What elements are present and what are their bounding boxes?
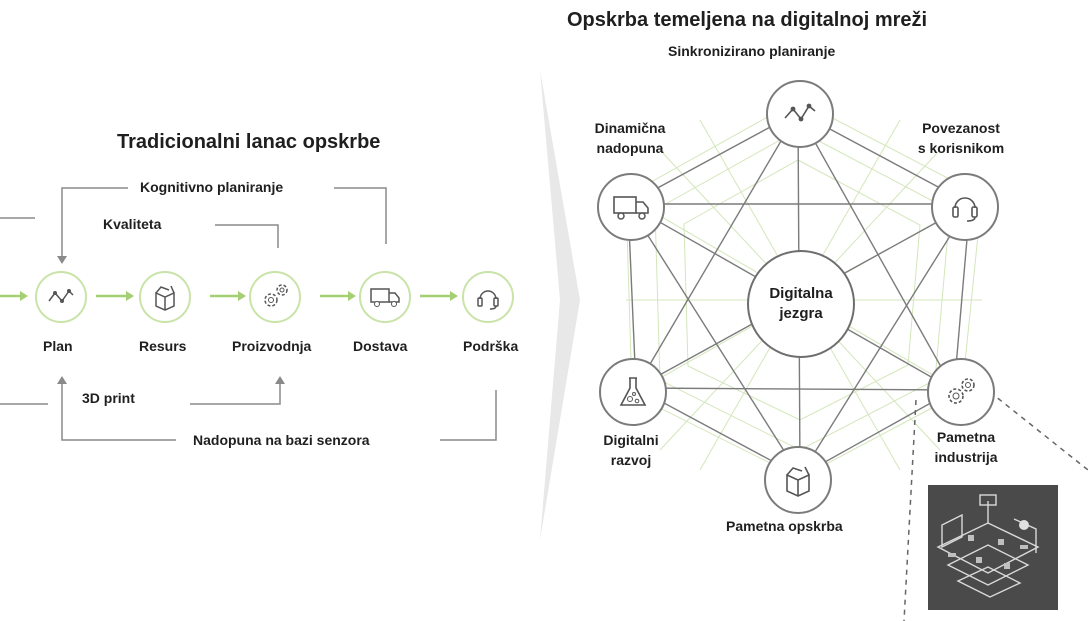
callout-dashed	[903, 391, 1088, 621]
traditional-feedback-lines	[0, 187, 497, 441]
stage-label-production: Proizvodnja	[232, 338, 312, 354]
box-icon	[155, 285, 175, 311]
headset-icon	[477, 290, 499, 310]
hub-customer-connectivity	[931, 173, 999, 241]
hub-dynamic-replenishment	[597, 173, 665, 241]
line-chart-icon	[784, 103, 816, 122]
stage-support-node	[462, 271, 514, 323]
stage-plan-node	[35, 271, 87, 323]
sensor-replenish-label: Nadopuna na bazi senzora	[193, 432, 370, 448]
digital-network-title: Opskrba temeljena na digitalnoj mreži	[567, 9, 928, 31]
print3d-label: 3D print	[82, 390, 135, 406]
quality-label: Kvaliteta	[103, 216, 162, 232]
stage-delivery-node	[359, 271, 411, 323]
truck-icon	[370, 288, 400, 307]
gears-icon	[948, 378, 975, 404]
hub-smart-industry	[927, 358, 995, 426]
cognitive-planning-label: Kognitivno planiranje	[140, 179, 284, 195]
traditional-arrowheads	[57, 256, 285, 384]
line-chart-icon	[48, 289, 74, 303]
stage-label-delivery: Dostava	[353, 338, 408, 354]
flask-icon	[619, 377, 647, 406]
gears-icon	[264, 284, 288, 307]
stage-production-node	[249, 271, 301, 323]
hub-digital-development	[599, 358, 667, 426]
label-smart-supply: Pametna opskrba	[726, 518, 843, 534]
box-icon	[786, 466, 810, 497]
smart-factory-illustration	[928, 485, 1058, 610]
hub-smart-supply	[764, 446, 832, 514]
stage-label-plan: Plan	[43, 338, 73, 354]
stage-label-resource: Resurs	[139, 338, 187, 354]
separator-chevron	[540, 70, 580, 540]
traditional-title: Tradicionalni lanac opskrbe	[117, 131, 381, 153]
stage-resource-node	[139, 271, 191, 323]
hub-sync-planning	[766, 80, 834, 148]
headset-icon	[952, 197, 978, 222]
truck-icon	[613, 196, 649, 220]
top-label-sync-planning: Sinkronizirano planiranje	[668, 43, 836, 59]
stage-label-support: Podrška	[463, 338, 519, 354]
